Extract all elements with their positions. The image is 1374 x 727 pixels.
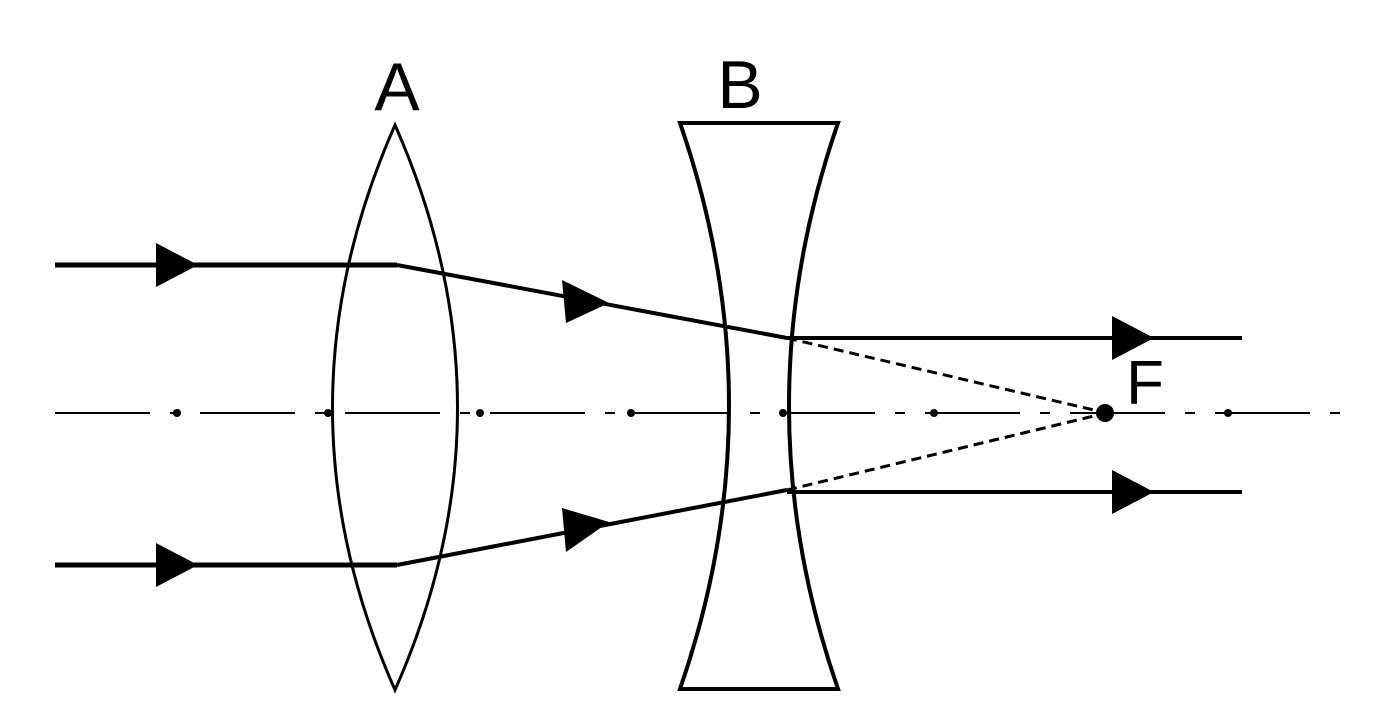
arrow-head (1112, 316, 1154, 360)
axis-point (930, 409, 938, 417)
lens-a-label: A (374, 49, 420, 125)
arrow-head (562, 280, 609, 323)
virtual-rays (786, 336, 1099, 492)
arrow-head (156, 243, 198, 287)
axis-point (173, 409, 181, 417)
emerging-rays (787, 316, 1242, 514)
axis-point (627, 409, 635, 417)
focal-point-marker (1096, 404, 1114, 422)
virtual-ray-top (786, 336, 1099, 413)
incoming-rays (55, 243, 397, 587)
axis-point (779, 409, 787, 417)
lens-a (331, 121, 459, 694)
lens-b (677, 121, 841, 691)
arrow-head (1112, 470, 1154, 514)
arrow-head (156, 543, 198, 587)
lens-b-label: B (717, 47, 762, 123)
focal-point-label: F (1126, 349, 1164, 418)
axis-points (173, 404, 1232, 422)
axis-point (1224, 409, 1232, 417)
axis-point (324, 409, 332, 417)
axis-point (476, 409, 484, 417)
virtual-ray-bottom (786, 413, 1099, 492)
converging-rays (396, 263, 788, 567)
arrow-head (562, 508, 609, 552)
